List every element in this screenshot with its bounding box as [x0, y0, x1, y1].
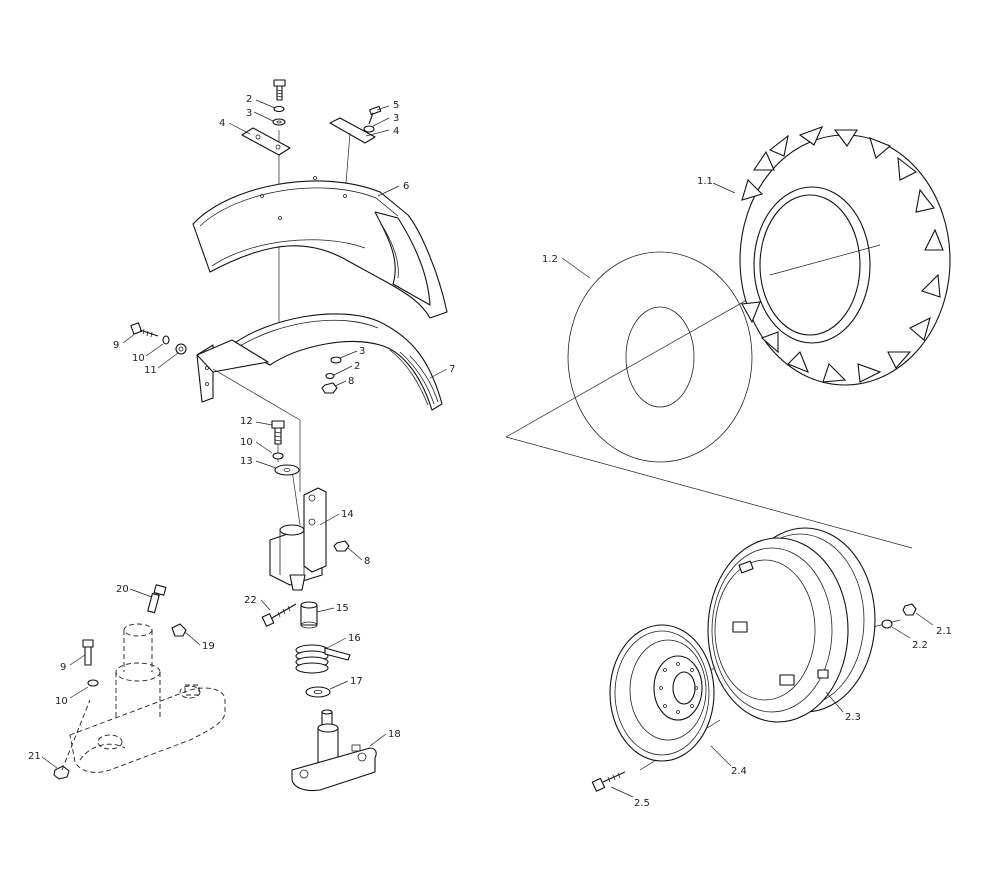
washer-2-lower [325, 372, 335, 380]
nut-8-mid [333, 540, 350, 552]
callout-label: 10 [240, 437, 253, 448]
callout-label: 18 [388, 729, 401, 740]
fender-7 [231, 313, 443, 411]
nut-2-1 [902, 603, 917, 616]
leader-lines [41, 99, 934, 798]
disc-2-4 [609, 624, 715, 762]
tube-1-2 [567, 251, 753, 463]
callout-label: 9 [113, 340, 119, 351]
callout-label: 1.2 [542, 254, 558, 265]
callout-labels: 1.1 1.2 2.1 2.2 2.3 2.4 2.5 2 3 4 5 3 4 … [28, 94, 952, 809]
callout-label: 12 [240, 416, 253, 427]
callout-label: 21 [28, 751, 41, 762]
washer-3-top [272, 118, 286, 126]
bolt-9-top [130, 322, 159, 338]
washer-2-top [273, 105, 285, 113]
callout-label: 2 [354, 361, 360, 372]
washer-17 [305, 686, 331, 698]
callout-label: 9 [60, 662, 66, 673]
spring-16 [295, 644, 351, 674]
callout-label: 13 [240, 456, 253, 467]
rim-disc-assembly [591, 527, 917, 792]
callout-label: 3 [359, 346, 365, 357]
callout-label: 2.3 [845, 712, 861, 723]
callout-label: 3 [393, 113, 399, 124]
callout-label: 10 [132, 353, 145, 364]
plate-4-left [241, 127, 291, 156]
callout-label: 1.1 [697, 176, 713, 187]
callout-label: 8 [348, 376, 354, 387]
callout-label: 8 [364, 556, 370, 567]
callout-label: 22 [244, 595, 257, 606]
tire-tube-assembly [505, 126, 951, 549]
washer-11 [175, 343, 187, 355]
bolt-22 [261, 603, 297, 627]
callout-label: 2.5 [634, 798, 650, 809]
callout-label: 7 [449, 364, 455, 375]
callout-label: 4 [393, 126, 399, 137]
callout-label: 3 [246, 108, 252, 119]
callout-label: 6 [403, 181, 409, 192]
callout-label: 17 [350, 676, 363, 687]
callout-label: 16 [348, 633, 361, 644]
base-18 [291, 709, 377, 792]
washer-10-mid [272, 452, 284, 460]
callout-label: 11 [144, 365, 157, 376]
bolt-top [273, 79, 286, 101]
swivel-assembly [261, 420, 377, 792]
bolt-2-5 [591, 771, 626, 792]
callout-label: 19 [202, 641, 215, 652]
washer-3-lower [330, 356, 342, 364]
callout-label: 2.1 [936, 626, 952, 637]
callout-label: 15 [336, 603, 349, 614]
nut-8-upper [321, 382, 338, 394]
nut-19 [171, 623, 187, 637]
callout-label: 4 [219, 118, 225, 129]
fender-6 [192, 176, 448, 319]
l-bracket [196, 339, 269, 403]
nut-21 [53, 765, 70, 780]
plate-4-right [329, 117, 376, 144]
bolt-9-lower [82, 639, 94, 666]
callout-label: 2 [246, 94, 252, 105]
washer-3-right [363, 125, 375, 133]
fender-assembly [130, 79, 448, 492]
bolt-12 [271, 420, 285, 445]
rim-2-3 [707, 527, 876, 723]
tire-1-1 [739, 126, 951, 386]
bushing-15 [300, 601, 318, 629]
callout-label: 2.4 [731, 766, 747, 777]
callout-label: 10 [55, 696, 68, 707]
base-plate-assembly [53, 584, 226, 780]
washer-10-top [162, 335, 170, 345]
bolt-20 [147, 584, 167, 614]
washer-13 [274, 464, 300, 476]
callout-label: 2.2 [912, 640, 928, 651]
bracket-14 [269, 487, 327, 591]
callout-label: 5 [393, 100, 399, 111]
washer-10-lower [87, 679, 99, 687]
callout-label: 14 [341, 509, 354, 520]
callout-label: 20 [116, 584, 129, 595]
washer-2-2 [881, 619, 893, 629]
